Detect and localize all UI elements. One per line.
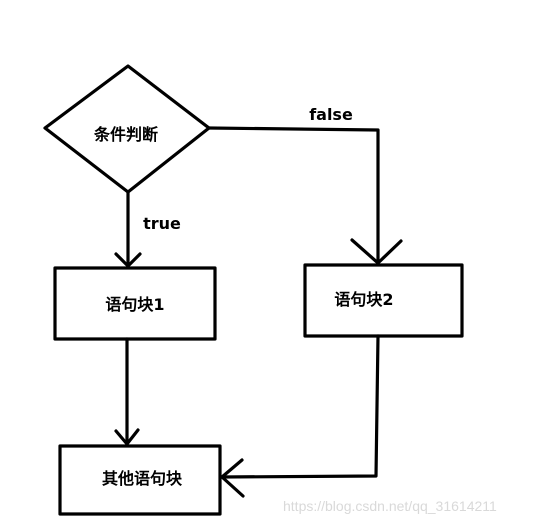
false-edge-label: false (309, 105, 353, 124)
block2-label: 语句块2 (334, 290, 393, 309)
decision-label: 条件判断 (93, 125, 158, 144)
other-block-box (58, 444, 222, 516)
block2-to-other-edge-line (220, 334, 380, 479)
block2-box (303, 263, 464, 338)
block1-box (53, 266, 217, 341)
block1-to-other-edge-arrowhead (114, 428, 140, 446)
true-edge-label: true (143, 214, 181, 233)
watermark-text: https://blog.csdn.net/qq_31614211 (283, 498, 497, 514)
other-block-label: 其他语句块 (102, 469, 183, 488)
block1-label: 语句块1 (105, 295, 164, 314)
block2-to-other-edge-arrowhead (220, 458, 245, 498)
false-edge-arrowhead (350, 238, 403, 265)
true-edge-arrowhead (114, 252, 142, 268)
false-edge-line (207, 126, 380, 265)
